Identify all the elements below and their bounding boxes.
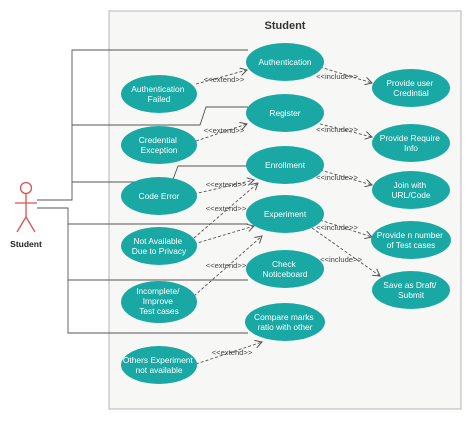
svg-text:Code Error: Code Error [139, 191, 180, 201]
svg-text:<<include>>: <<include>> [316, 223, 358, 232]
svg-text:Not Available Due to Pri: Not Available Due to Privacy [132, 236, 187, 256]
assoc-experiment [37, 207, 248, 225]
assoc-enrollment [72, 165, 248, 183]
actor-left-leg [16, 216, 27, 233]
include-lines [311, 66, 380, 276]
use-case-authentication-failed[interactable]: Authentication Failed [121, 75, 197, 113]
svg-text:Register: Register [269, 108, 300, 118]
actor-label: Student [10, 239, 42, 249]
svg-text:Provide user Credintial: Provide user Credintial [386, 78, 435, 98]
use-case-credential-exception[interactable]: Credential Exception [121, 126, 197, 164]
use-case-provide-credential[interactable]: Provide user Credintial [372, 69, 450, 107]
use-case-others-experiment[interactable]: Others Experiment not available [121, 346, 197, 384]
svg-text:<<extend>>: <<extend>> [206, 261, 247, 270]
svg-text:<<extend>>: <<extend>> [206, 180, 247, 189]
use-case-experiment[interactable]: Experiment [246, 195, 324, 233]
use-case-register[interactable]: Register [246, 94, 324, 132]
svg-text:<<extend>>: <<extend>> [204, 126, 245, 135]
system-title: Student [265, 20, 306, 32]
svg-text:<<include>>: <<include>> [316, 125, 358, 134]
extend-labels: <<extend>> <<extend>> <<extend>> <<exten… [204, 75, 253, 357]
use-case-save-draft[interactable]: Save as Draft/ Submit [372, 271, 450, 309]
svg-text:Enrollment: Enrollment [265, 160, 306, 170]
association-lines [37, 49, 248, 334]
include-labels: <<include>> <<include>> <<include>> <<in… [316, 72, 362, 264]
svg-text:Others Experiment not av: Others Experiment not available [123, 355, 195, 375]
svg-text:<<include>>: <<include>> [316, 72, 358, 81]
svg-text:Experiment: Experiment [264, 209, 307, 219]
svg-text:Compare marks ratio with: Compare marks ratio with other [254, 312, 316, 332]
svg-text:Join with URL/Code: Join with URL/Code [391, 180, 430, 200]
svg-text:<<include>>: <<include>> [316, 173, 358, 182]
use-case-compare-marks[interactable]: Compare marks ratio with other [245, 303, 325, 341]
use-case-enrollment[interactable]: Enrollment [246, 146, 324, 184]
use-case-provide-test-cases[interactable]: Provide n number of Test cases [371, 221, 451, 259]
svg-text:Check Noticeboard: Check Noticeboard [262, 259, 308, 279]
actor-right-leg [25, 216, 36, 233]
svg-text:Authentication Failed: Authentication Failed [131, 84, 186, 104]
use-case-provide-info[interactable]: Provide Require Info [372, 124, 450, 162]
svg-text:Provide Require Info: Provide Require Info [380, 133, 442, 153]
svg-text:Credential Exception: Credential Exception [139, 135, 180, 155]
svg-text:Authentication: Authentication [258, 57, 311, 67]
svg-text:Incomplete/ Improve: Incomplete/ Improve Test cases [136, 286, 182, 316]
svg-text:<<extend>>: <<extend>> [204, 75, 245, 84]
extend-lines [193, 70, 262, 365]
student-actor[interactable] [15, 181, 37, 233]
use-case-not-available[interactable]: Not Available Due to Privacy [121, 227, 197, 265]
svg-text:Provide n number of Test: Provide n number of Test cases [377, 230, 445, 250]
svg-text:<<extend>>: <<extend>> [212, 348, 253, 357]
use-case-authentication[interactable]: Authentication [246, 43, 324, 81]
use-case-incomplete-improve[interactable]: Incomplete/ Improve Test cases [121, 281, 197, 323]
svg-text:<<include>>: <<include>> [320, 255, 362, 264]
svg-text:<<extend>>: <<extend>> [206, 204, 247, 213]
use-case-code-error[interactable]: Code Error [121, 177, 197, 215]
use-case-check-noticeboard[interactable]: Check Noticeboard [246, 250, 324, 288]
svg-text:Save as Draft/ Submit: Save as Draft/ Submit [383, 280, 438, 300]
use-case-join-url[interactable]: Join with URL/Code [372, 171, 450, 209]
assoc-register [72, 106, 248, 126]
actor-head [19, 181, 33, 195]
assoc-compare [67, 280, 248, 334]
